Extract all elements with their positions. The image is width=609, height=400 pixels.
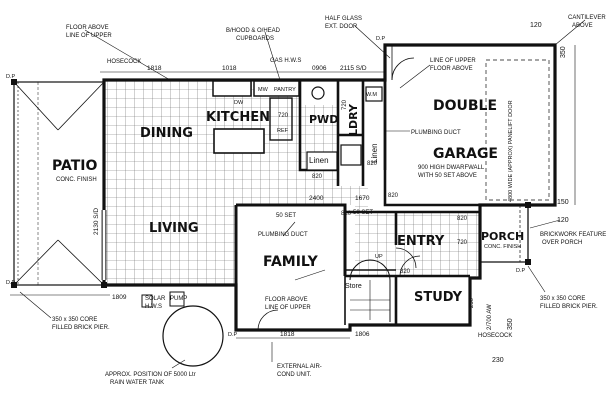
note-cupboards-1: B/HOOD & O/HEAD <box>226 28 281 34</box>
note-gas-hws: GAS H.W.S <box>270 58 301 64</box>
note-dwarfwall-1: 900 HIGH DWARFWALL <box>418 165 485 171</box>
patio-finish-label: CONC. FINISH <box>56 177 97 183</box>
note-pump: PUMP <box>170 296 187 302</box>
note-plumbing-duct-garage: PLUMBING DUCT <box>411 130 461 136</box>
note-mw: MW <box>258 87 269 93</box>
note-upper-floor-1: LINE OF UPPER <box>430 58 476 64</box>
dim-820-c: 820 <box>457 216 468 222</box>
house-walls <box>101 43 557 332</box>
note-dp-2: D.P <box>6 280 16 286</box>
dim-1818-top: 1818 <box>147 65 162 72</box>
note-tank-2: RAIN WATER TANK <box>110 380 164 386</box>
porch-finish-label: CONC. FINISH <box>484 244 521 250</box>
room-label-patio: PATIO <box>52 158 97 174</box>
note-dp-1: D.P <box>6 74 16 80</box>
note-pier-right-1: 350 x 350 CORE <box>540 296 585 302</box>
room-label-family: FAMILY <box>263 254 319 270</box>
room-label-dining: DINING <box>140 126 193 141</box>
note-solar-2: H.W.S <box>145 304 162 310</box>
note-garage-door: 4800 WIDE (APPROX) PANELIFT DOOR <box>508 100 514 202</box>
note-50-set-a: 50 SET <box>276 213 296 219</box>
note-hosecock-top: HOSECOCK <box>107 59 141 65</box>
note-upper-floor-2: FLOOR ABOVE <box>430 66 473 72</box>
dim-720-a: 720 <box>278 113 289 119</box>
dim-1809: 1809 <box>112 294 127 301</box>
dim-1818-bottom: 1818 <box>280 331 295 338</box>
water-tank <box>141 291 224 367</box>
note-dp-5: D.P <box>516 268 526 274</box>
note-dp-4: D.P <box>376 36 386 42</box>
patio-area <box>13 81 105 286</box>
dim-1018: 1018 <box>222 65 237 72</box>
dim-820-f: 820 <box>341 211 352 217</box>
dim-150: 150 <box>557 199 569 206</box>
note-floor-above-1: FLOOR ABOVE <box>66 25 109 31</box>
dim-2400: 2400 <box>309 195 324 202</box>
note-pier-right-2: FILLED BRICK PIER. <box>540 304 598 310</box>
note-cantilever-1: CANTILEVER <box>568 15 606 21</box>
room-label-linen-2: Linen <box>370 143 379 163</box>
note-solar-1: SOLAR <box>145 296 166 302</box>
dimension-lines <box>10 19 586 369</box>
note-hosecock-bottom: HOSECOCK <box>478 333 512 339</box>
dim-120-mid: 120 <box>557 217 569 224</box>
room-label-porch: PORCH <box>481 230 524 243</box>
note-50-set-b: 50 SET <box>353 210 373 216</box>
dim-1670: 1670 <box>355 195 370 202</box>
dim-820-b: 820 <box>388 193 399 199</box>
room-label-garage: GARAGE <box>433 146 498 162</box>
room-label-kitchen: KITCHEN <box>206 110 270 125</box>
note-tank-1: APPROX. POSITION OF 5000 Ltr <box>105 372 196 378</box>
dim-120-top: 120 <box>530 22 542 29</box>
note-dw: DW <box>234 100 244 106</box>
dim-820-d: 820 <box>400 269 411 275</box>
room-label-ldry: LDRY <box>347 103 360 136</box>
room-label-entry: ENTRY <box>397 234 445 249</box>
dim-230: 230 <box>492 357 504 364</box>
note-aircond-1: EXTERNAL AIR- <box>277 364 322 370</box>
note-line-of-upper-2: LINE OF UPPER <box>265 305 311 311</box>
dim-350-top: 350 <box>560 46 567 58</box>
note-ref: REF <box>277 128 289 134</box>
room-label-linen-1: Linen <box>309 156 329 165</box>
note-pantry: PANTRY <box>274 87 296 93</box>
note-wm: W.M <box>366 92 377 98</box>
note-plumbing-duct-family: PLUMBING DUCT <box>258 232 308 238</box>
note-half-glass-2: EXT. DOOR <box>325 24 358 30</box>
dim-720-b: 720 <box>342 99 348 110</box>
note-line-of-upper-1: LINE OF UPPER <box>66 33 112 39</box>
note-aircond-2: COND UNIT. <box>277 372 312 378</box>
note-dp-3: D.P <box>228 332 238 338</box>
room-label-store: Store <box>345 283 362 290</box>
note-pier-left-1: 350 x 350 CORE <box>52 317 97 323</box>
note-cupboards-2: CUPBOARDS <box>236 36 274 42</box>
brick-piers <box>11 79 531 288</box>
note-floor-above-2: FLOOR ABOVE <box>265 297 308 303</box>
note-brickwork-1: BRICKWORK FEATURE <box>540 232 606 238</box>
note-dwarfwall-2: WITH 50 SET ABOVE <box>418 173 477 179</box>
dim-350-bottom: 350 <box>507 318 514 330</box>
note-up: UP <box>375 254 383 260</box>
tiled-floor <box>104 80 480 286</box>
note-brickwork-2: OVER PORCH <box>542 240 582 246</box>
dim-2700-aw: 2/700 AW <box>487 304 493 330</box>
dim-820-e: 820 <box>367 161 378 167</box>
note-pier-left-2: FILLED BRICK PIER. <box>52 325 110 331</box>
note-cantilever-2: ABOVE <box>572 23 593 29</box>
room-label-living: LIVING <box>149 221 199 236</box>
dim-0906: 0906 <box>312 65 327 72</box>
room-label-pwd: PWD <box>309 113 338 126</box>
dim-2130-sd: 2130 S/D <box>93 208 100 235</box>
note-half-glass-1: HALF GLASS <box>325 16 362 22</box>
room-label-double: DOUBLE <box>433 98 497 114</box>
dim-1806: 1806 <box>355 331 370 338</box>
room-label-study: STUDY <box>414 290 463 305</box>
dim-720-c: 720 <box>457 240 468 246</box>
dim-2115-sd: 2115 S/D <box>340 65 367 72</box>
dim-250: 250 <box>469 297 475 308</box>
dim-820-a: 820 <box>312 174 323 180</box>
